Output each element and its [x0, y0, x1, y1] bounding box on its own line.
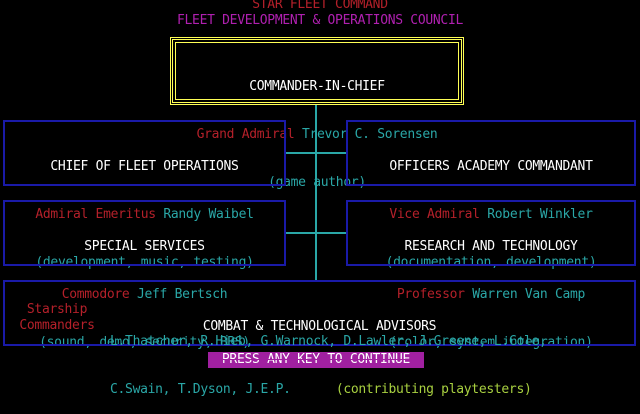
cic-rank: Grand Admiral [196, 127, 295, 142]
header-title: STAR FLEET COMMAND [252, 0, 388, 12]
advisors-box: COMBAT & TECHNOLOGICAL ADVISORS [3, 280, 636, 346]
academy-commandant-box: OFFICERS ACADEMY COMMANDANT Vice Admiral… [346, 120, 636, 270]
commander-in-chief-box: COMMANDER-IN-CHIEF Grand Admiral Trevor … [170, 37, 464, 190]
oac-title: OFFICERS ACADEMY COMMANDANT [389, 159, 593, 174]
press-any-key-prompt[interactable]: PRESS ANY KEY TO CONTINUE [208, 352, 424, 368]
connector-row1 [286, 152, 346, 154]
advisors-label-line1: Starship [26, 302, 88, 317]
oac-rank: Vice Admiral [389, 207, 480, 222]
advisors-names: L.Thatcher, R.Hieb, G.Warnock, D.Lawler,… [110, 302, 547, 414]
cfo-role: (development, music, testing) [35, 255, 254, 270]
advisors-title: COMBAT & TECHNOLOGICAL ADVISORS [202, 319, 437, 334]
rt-role: (color, system integration) [389, 335, 593, 350]
chief-fleet-ops-box: CHIEF OF FLEET OPERATIONS Admiral Emerit… [3, 120, 286, 270]
ss-rank: Commodore [61, 287, 130, 302]
cfo-rank: Admiral Emeritus [35, 207, 156, 222]
oac-role: (documentation, development) [385, 255, 597, 270]
cic-role: (game author) [268, 175, 366, 190]
advisors-role: (contributing playtesters) [335, 382, 532, 397]
connector-row2 [286, 232, 346, 234]
research-technology-box: RESEARCH AND TECHNOLOGY Professor Warren… [346, 200, 636, 350]
advisors-label: Starship Commanders [12, 302, 102, 334]
oac-name: Robert Winkler [487, 207, 593, 222]
header-subtitle: FLEET DEVELOPMENT & OPERATIONS COUNCIL [176, 13, 463, 28]
cic-name: Trevor C. Sorensen [301, 127, 438, 142]
special-services-box: SPECIAL SERVICES Commodore Jeff Bertsch … [3, 200, 286, 350]
cic-title: COMMANDER-IN-CHIEF [249, 79, 385, 94]
ss-title: SPECIAL SERVICES [84, 239, 205, 254]
rt-rank: Professor [396, 287, 465, 302]
advisors-names-line1: L.Thatcher, R.Hieb, G.Warnock, D.Lawler,… [110, 334, 547, 349]
cfo-name: Randy Waibel [163, 207, 254, 222]
trunk-line [315, 105, 317, 282]
ss-role: (sound, demo, security, BBS) [39, 335, 250, 350]
advisors-names-line2: C.Swain, T.Dyson, J.E.P. [110, 382, 291, 397]
cfo-title: CHIEF OF FLEET OPERATIONS [50, 159, 239, 174]
rt-title: RESEARCH AND TECHNOLOGY [404, 239, 578, 254]
ss-name: Jeff Bertsch [136, 287, 228, 302]
advisors-label-line2: Commanders [19, 318, 95, 333]
rt-name: Warren Van Camp [472, 287, 586, 302]
